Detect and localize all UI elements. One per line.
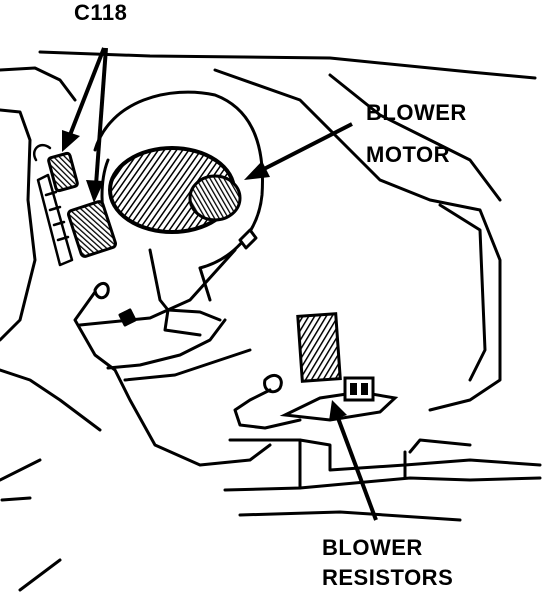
arrow-blower-motor (244, 122, 353, 180)
wiring-harness (73, 228, 302, 467)
arrow-blower-resistors (329, 400, 378, 521)
connector-c118-lower (67, 200, 117, 258)
connector-c118-upper (47, 151, 79, 193)
label-blower-motor-line2: MOTOR (366, 142, 450, 167)
label-blower-motor-line1: BLOWER (366, 100, 467, 125)
dash-panel-outline (0, 50, 537, 592)
label-c118: C118 (74, 0, 127, 25)
label-blower-resistors-line1: BLOWER (322, 535, 423, 560)
floor-trim (223, 438, 542, 522)
left-bracket (33, 143, 74, 267)
arrow-c118-upper (62, 47, 106, 152)
label-blower-resistors-line2: RESISTORS (322, 565, 453, 590)
leader-arrows (62, 47, 378, 521)
arrow-c118-lower (86, 47, 108, 203)
blower-resistors (279, 312, 399, 422)
blower-motor (108, 146, 242, 234)
